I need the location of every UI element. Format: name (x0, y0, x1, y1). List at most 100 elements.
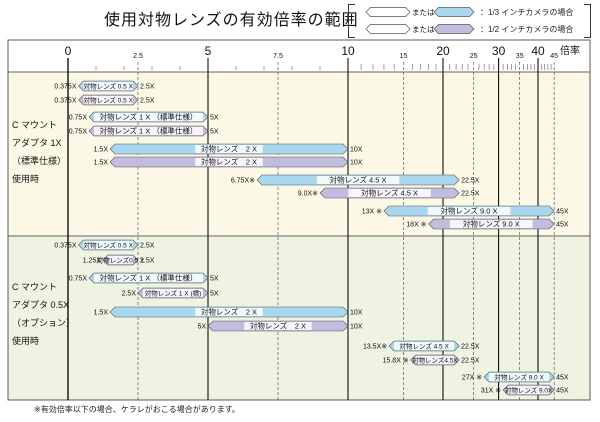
range-end-label: 5X (210, 291, 219, 298)
range-start-label: 9.0X※ (298, 191, 318, 198)
range-bar-label: 対物レンズ 0.5 X (84, 96, 134, 105)
axis-label: 倍率 (560, 44, 580, 57)
range-start-label: 2.5X (122, 291, 137, 298)
group-2-label-line: C マウント (12, 282, 57, 292)
minor-tick-label: 15 (400, 53, 408, 60)
group-1-label-line: （標準仕様） (12, 155, 66, 166)
range-end-label: 45X (556, 209, 569, 216)
major-tick-label: 0 (65, 44, 72, 58)
legend-or-text: または (412, 25, 435, 34)
group-1-label-line: アダプタ 1X (12, 137, 62, 148)
range-bar-label-bg (508, 386, 550, 394)
range-bar-label: 対物レンズ 2 X (201, 307, 257, 317)
range-bar-label-bg (489, 373, 550, 381)
range-end-label: 45X (556, 388, 569, 395)
range-end-label: 2.5X (140, 258, 155, 265)
range-end-label: 22.5X (461, 358, 480, 365)
range-start-label: 0.375X (54, 243, 77, 250)
range-end-label: 2.5X (140, 243, 155, 250)
range-end-label: 2.5X (140, 98, 155, 105)
range-bar-label-bg (348, 189, 431, 197)
group-1-label-line: 使用時 (12, 173, 39, 184)
minor-tick-label: 35 (516, 53, 524, 60)
major-tick-label: 5 (205, 44, 212, 58)
range-bar-label-bg (94, 127, 203, 135)
range-bar-label: 対物レンズ 2 X (201, 157, 257, 167)
range-bar-label: 対物レンズ 1 X （標準仕様） (100, 112, 198, 122)
range-bar-label-bg (94, 274, 203, 282)
minor-tick-label: 45 (550, 53, 558, 60)
range-start-label: 0.75X (69, 276, 88, 283)
legend-swatch-1-2-inch-outline (365, 24, 411, 34)
range-bar-label: 対物レンズ 4.5 X (399, 342, 449, 351)
range-start-label: 5X (197, 324, 206, 331)
range-start-label: 0.75X (69, 115, 88, 122)
range-bar-label: 対物レンズ 9.0 X (441, 206, 498, 216)
range-end-label: 45X (556, 375, 569, 382)
chart-title: 使用対物レンズの有効倍率の範囲 (104, 12, 359, 29)
range-start-label: 27X ※ (462, 375, 482, 382)
range-bar-label-bg (195, 145, 263, 153)
range-start-label: 0.75X (69, 129, 88, 136)
range-bar-label-bg (195, 308, 263, 316)
legend-label-1-2-inch: ：1/2 インチカメラの場合 (480, 25, 574, 34)
range-bar-label: 対物レンズ 1 X (標) (145, 289, 202, 298)
range-bar-label-bg (143, 289, 203, 297)
range-bar-label: 対物レンズ 2 X (250, 321, 306, 331)
range-bar-label: 対物レンズ 4.5 X (330, 175, 387, 185)
range-bar-label: 対物レンズ 9.0 X (494, 373, 544, 382)
range-start-label: 15.8X ※ (383, 358, 409, 365)
minor-tick-label: 7.5 (273, 53, 283, 60)
major-tick-label: 40 (531, 44, 545, 58)
range-start-label: 1.5X (94, 147, 109, 154)
range-bar-label-bg (244, 322, 312, 330)
range-end-label: 5X (210, 276, 219, 283)
range-bar-label-bg (94, 113, 203, 121)
legend-swatch-1-2-inch (433, 24, 475, 34)
range-bar-label-bg (415, 356, 455, 364)
range-bar-label: 対物レンズ 2 X (201, 144, 257, 154)
major-tick-label: 10 (341, 44, 355, 58)
chart-frame (7, 39, 591, 401)
legend-bracket-right (584, 4, 591, 38)
group-2-label-line: アダプタ 0.5X (12, 299, 69, 310)
range-bar-label-bg (108, 256, 133, 264)
range-bar-label-bg (83, 241, 133, 249)
major-tick-label: 20 (436, 44, 450, 58)
range-end-label: 5X (210, 115, 219, 122)
legend-swatch-1-3-inch-outline (365, 7, 411, 17)
range-bar-label-bg (83, 82, 133, 90)
range-end-label: 2.5X (140, 84, 155, 91)
range-start-label: 18X ※ (406, 222, 426, 229)
range-bar-label: 対物レンズ 1 X （標準仕様） (100, 126, 198, 136)
range-start-label: 13X ※ (362, 209, 382, 216)
range-bar-label-bg (316, 176, 400, 184)
range-end-label: 5X (210, 129, 219, 136)
range-bar-label-bg (83, 96, 133, 104)
range-end-label: 22.5X (461, 191, 480, 198)
range-bar-label-bg (394, 342, 455, 350)
range-bar-label-bg (427, 207, 511, 215)
range-start-label: 1.5X (94, 310, 109, 317)
legend-label-1-3-inch: ：1/3 インチカメラの場合 (480, 8, 574, 17)
range-bar-label: 対物レンズ4.5X (412, 356, 458, 365)
footnote: ※有効倍率以下の場合、ケラレがおこる場合があります。 (34, 405, 240, 414)
range-end-label: 22.5X (461, 178, 480, 185)
range-end-label: 10X (350, 324, 363, 331)
range-bar-label-bg (195, 158, 263, 166)
range-end-label: 10X (350, 310, 363, 317)
legend-bracket-left (348, 4, 355, 38)
range-bar-label: 対物レンズ 4.5 X (361, 188, 418, 198)
range-end-label: 10X (350, 160, 363, 167)
group-2-label-line: （オプション） (12, 318, 75, 328)
range-start-label: 1.25X (83, 258, 102, 265)
legend-swatch-1-3-inch (433, 7, 475, 17)
range-bar-label-bg (450, 220, 533, 228)
range-start-label: 1.5X (94, 160, 109, 167)
range-bar-label: 対物レンズ0.5 X (97, 256, 145, 265)
major-tick-label: 30 (492, 44, 506, 58)
range-end-label: 22.5X (461, 344, 480, 351)
range-bar-label: 対物レンズ 9.0X (505, 386, 553, 395)
range-start-label: 0.375X (54, 84, 77, 91)
